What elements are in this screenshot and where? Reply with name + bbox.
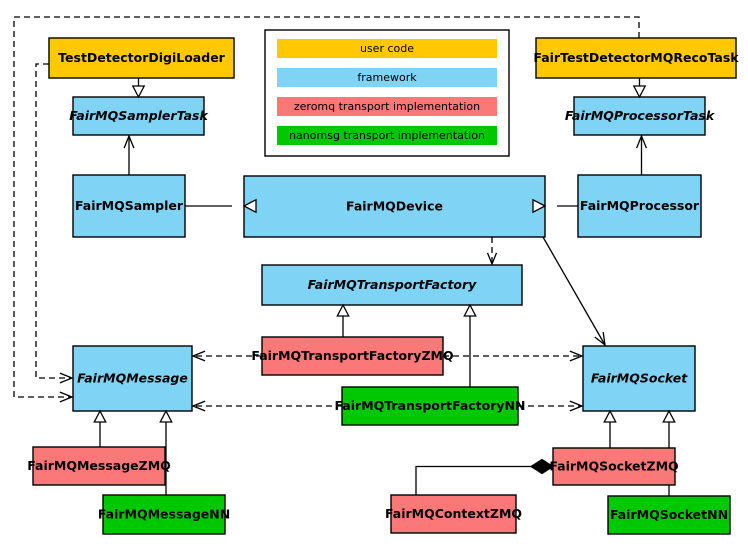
class-node-box (102, 494, 226, 535)
class-node-box (577, 174, 702, 238)
legend-label: zeromq transport implementation (294, 100, 480, 113)
class-node-FairMQDevice[interactable]: FairMQDevice (243, 175, 546, 238)
generalization-arrowhead (532, 198, 547, 214)
class-node-label: FairMQMessage (77, 371, 188, 386)
generalization-arrowhead (131, 85, 146, 99)
class-node-FairMQSamplerTask[interactable]: FairMQSamplerTask (69, 96, 208, 136)
class-node-label: FairMQTransportFactoryNN (335, 398, 526, 413)
class-node-FairMQContextZMQ[interactable]: FairMQContextZMQ (385, 494, 522, 534)
legend-item-framework: framework (277, 68, 497, 87)
class-node-label: FairMQMessageZMQ (27, 458, 171, 473)
class-node-box (535, 37, 737, 79)
generalization-arrowhead (603, 409, 617, 423)
edge-device-socket (542, 236, 606, 346)
class-node-label: FairMQSampler (75, 198, 184, 213)
legend-item-zeromq: zeromq transport implementation (277, 97, 497, 116)
generalization-arrowhead (93, 409, 107, 423)
class-node-FairMQMessageNN[interactable]: FairMQMessageNN (98, 494, 230, 535)
class-node-label: FairMQSocketZMQ (549, 459, 678, 474)
class-node-FairMQTransportFactoryZMQ[interactable]: FairMQTransportFactoryZMQ (251, 336, 454, 376)
class-node-box (48, 37, 235, 79)
legend-label: framework (357, 71, 417, 84)
class-node-label: FairMQSocketNN (610, 507, 728, 522)
legend-swatch (277, 68, 497, 87)
edge-socketzmq-contextzmq (415, 465, 535, 495)
association-arrowhead (635, 134, 648, 149)
association-arrowhead (59, 391, 74, 403)
class-node-label: FairMQTransportFactory (308, 277, 477, 292)
legend-label: nanomsg transport implementation (289, 129, 485, 142)
legend-item-user_code: user code (277, 39, 497, 58)
association-arrowhead (191, 350, 206, 362)
class-node-FairMQProcessor[interactable]: FairMQProcessor (577, 174, 702, 238)
legend-swatch (277, 97, 497, 116)
class-node-box (72, 96, 205, 136)
class-node-FairMQProcessorTask[interactable]: FairMQProcessorTask (565, 96, 715, 136)
class-node-box (607, 495, 731, 535)
association-arrowhead (191, 400, 206, 412)
class-node-FairMQSocketNN[interactable]: FairMQSocketNN (607, 495, 731, 535)
class-node-FairMQMessage[interactable]: FairMQMessage (72, 345, 193, 412)
association-arrowhead (569, 350, 584, 362)
generalization-arrowhead (662, 409, 676, 423)
composition-diamond (529, 458, 555, 475)
legend-item-nanomsg: nanomsg transport implementation (277, 126, 497, 145)
class-node-box (552, 447, 676, 486)
edge-recotask-message (13, 16, 640, 398)
class-node-label: FairMQTransportFactoryZMQ (251, 348, 453, 363)
class-node-label: FairMQMessageNN (98, 507, 230, 522)
class-node-FairMQMessageZMQ[interactable]: FairMQMessageZMQ (27, 446, 171, 486)
generalization-arrowhead (632, 85, 647, 99)
legend-panel: user code framework zeromq transport imple… (264, 29, 510, 157)
class-node-FairMQTransportFactoryNN[interactable]: FairMQTransportFactoryNN (335, 386, 526, 426)
association-arrowhead (123, 134, 135, 149)
class-node-FairMQTransportFactory[interactable]: FairMQTransportFactory (261, 264, 523, 306)
class-node-label: FairMQContextZMQ (385, 506, 522, 521)
class-node-label: FairMQSamplerTask (69, 108, 208, 123)
class-node-box (243, 175, 546, 238)
generalization-arrowhead (336, 303, 350, 317)
class-node-label: TestDetectorDigiLoader (58, 50, 226, 65)
legend-swatch (277, 39, 497, 58)
association-arrowhead (594, 332, 606, 347)
class-node-box (261, 336, 444, 376)
class-node-label: FairMQProcessor (580, 198, 700, 213)
class-node-FairTestDetectorMQRecoTask[interactable]: FairTestDetectorMQRecoTask (533, 37, 739, 79)
generalization-arrowhead (159, 409, 173, 423)
association-arrowhead (59, 372, 74, 384)
class-node-label: FairMQProcessorTask (565, 108, 715, 123)
class-node-box (390, 494, 517, 534)
generalization-arrowhead (463, 303, 477, 317)
class-node-label: FairTestDetectorMQRecoTask (533, 50, 739, 65)
class-node-FairMQSocket[interactable]: FairMQSocket (582, 345, 696, 412)
class-node-box (32, 446, 166, 486)
class-node-box (341, 386, 519, 426)
class-node-box (573, 96, 706, 136)
class-node-FairMQSocketZMQ[interactable]: FairMQSocketZMQ (549, 447, 679, 486)
edge-digiloader-message (35, 63, 71, 379)
class-node-TestDetectorDigiLoader[interactable]: TestDetectorDigiLoader (48, 37, 235, 79)
legend-label: user code (360, 42, 414, 55)
association-arrowhead (486, 252, 498, 266)
class-node-FairMQSampler[interactable]: FairMQSampler (72, 174, 186, 238)
class-node-box (582, 345, 696, 412)
generalization-arrowhead (242, 198, 257, 214)
class-node-box (72, 174, 186, 238)
class-node-label: FairMQDevice (346, 199, 443, 214)
class-node-box (261, 264, 523, 306)
class-node-box (72, 345, 193, 412)
class-node-label: FairMQSocket (591, 371, 688, 386)
legend-swatch (277, 126, 497, 145)
association-arrowhead (569, 400, 584, 412)
